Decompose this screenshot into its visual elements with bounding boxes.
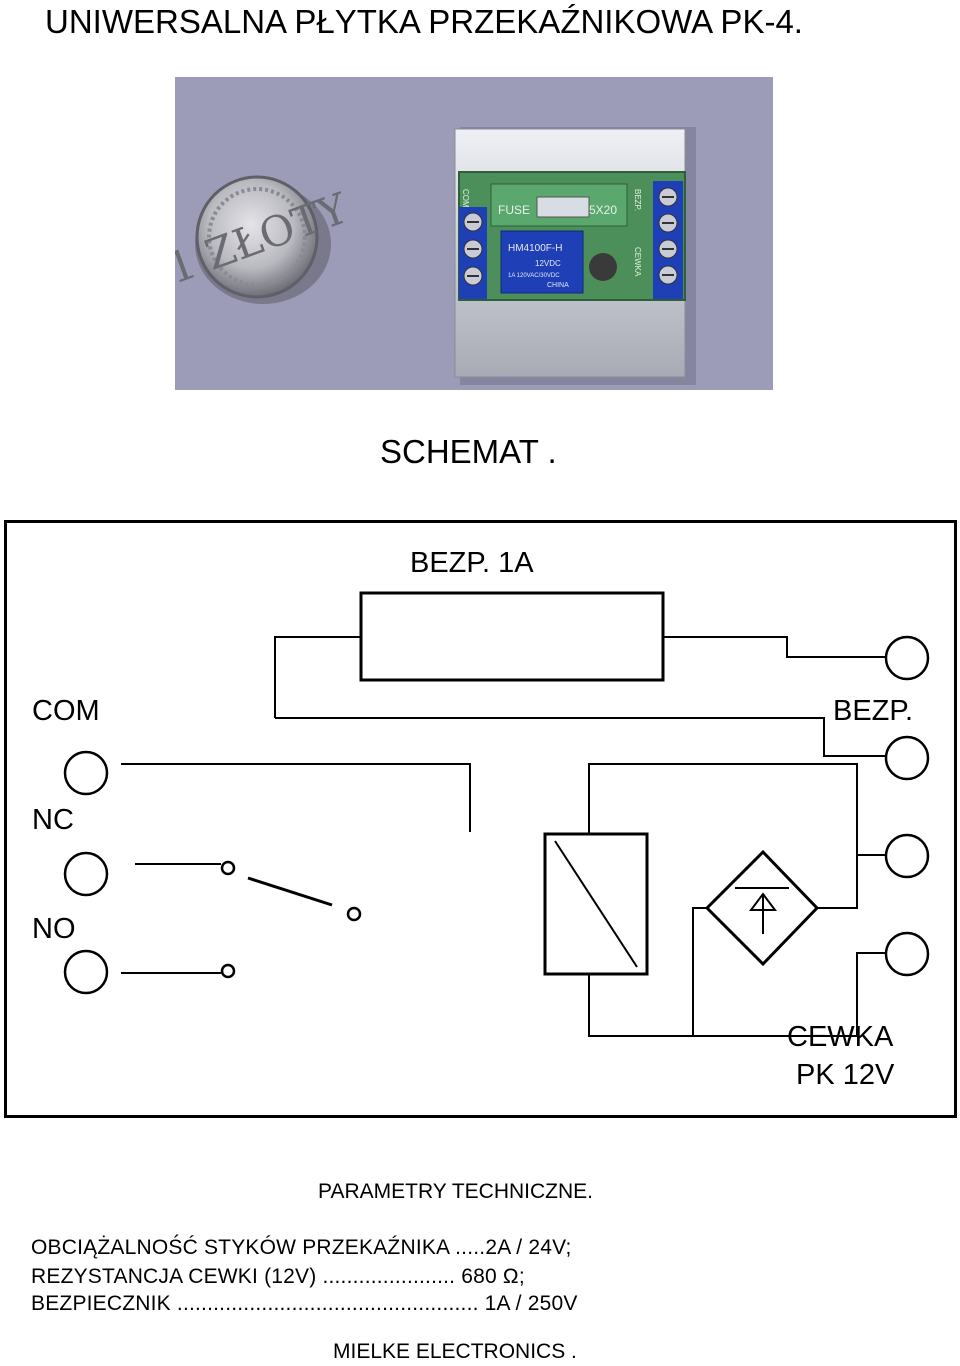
terminal-bezp-1 [884, 635, 930, 681]
parameters-heading: PARAMETRY TECHNICZNE. [318, 1180, 593, 1203]
fuse-symbol [359, 591, 665, 682]
wire-coil-bottom [588, 952, 885, 1037]
fuse-label: FUSE [498, 203, 530, 217]
parameter-line: REZYSTANCJA CEWKI (12V) ................… [31, 1265, 525, 1288]
fuse-label-1a: BEZP. 1A [410, 547, 534, 579]
relay-origin-label: CHINA [547, 282, 569, 289]
terminal-no [63, 949, 109, 995]
document-title: UNIWERSALNA PŁYTKA PRZEKAŹNIKOWA PK-4. [45, 3, 803, 40]
relay-board-photo: 1 ZŁOTY FUSE 5X20 HM4100F-H 12VDC 1A 120… [175, 77, 773, 390]
company-footer: MIELKE ELECTRONICS . [333, 1340, 577, 1363]
relay-rating-label: 1A 120VAC/30VDC [508, 273, 560, 279]
terminal-nc [63, 851, 109, 897]
terminal-com [63, 750, 109, 796]
cewka-label-line1: CEWKA [787, 1021, 894, 1053]
terminal-cewka-2 [884, 931, 930, 977]
coil-diagonal [554, 840, 638, 968]
silk-bezp-label: BEZP. [633, 189, 642, 211]
schematic-drawing [63, 591, 930, 1037]
wire-com-bezp [275, 717, 885, 757]
diode-bridge-symbol [704, 849, 820, 967]
fuse-size-label: 5X20 [589, 203, 617, 217]
wire-fuse-terminal [663, 636, 885, 658]
schematic-heading: SCHEMAT . [380, 433, 557, 470]
switch-lever [247, 876, 333, 907]
parameter-line: BEZPIECZNIK ............................… [31, 1292, 578, 1315]
wire-com-fuse [274, 636, 361, 718]
nc-label: NC [32, 804, 74, 836]
contact-no-dot [220, 963, 236, 979]
contact-nc-dot [220, 860, 236, 876]
relay-voltage-label: 12VDC [535, 259, 561, 268]
wire-coil-top [588, 763, 885, 856]
silk-cewka-label: CEWKA [633, 247, 642, 277]
terminal-bezp-2 [884, 735, 930, 781]
schematic-diagram: BEZP. 1A COM BEZP. NC NO CEWKA PK 12V [4, 520, 957, 1118]
coil-symbol [543, 832, 649, 976]
bezp-label: BEZP. [833, 695, 914, 727]
contact-common-dot [346, 906, 362, 922]
com-label: COM [32, 695, 100, 727]
cewka-label-line2: PK 12V [796, 1059, 895, 1091]
parameter-line: OBCIĄŻALNOŚĆ STYKÓW PRZEKAŹNIKA .....2A … [31, 1236, 572, 1259]
silk-com-label: COM [461, 189, 470, 208]
wire-bridge-right [817, 855, 858, 909]
terminal-cewka-1 [884, 833, 930, 879]
wire-nc [121, 763, 471, 832]
no-label: NO [32, 913, 76, 945]
relay-model-label: HM4100F-H [508, 243, 562, 254]
wire-bridge-left [692, 907, 707, 1036]
